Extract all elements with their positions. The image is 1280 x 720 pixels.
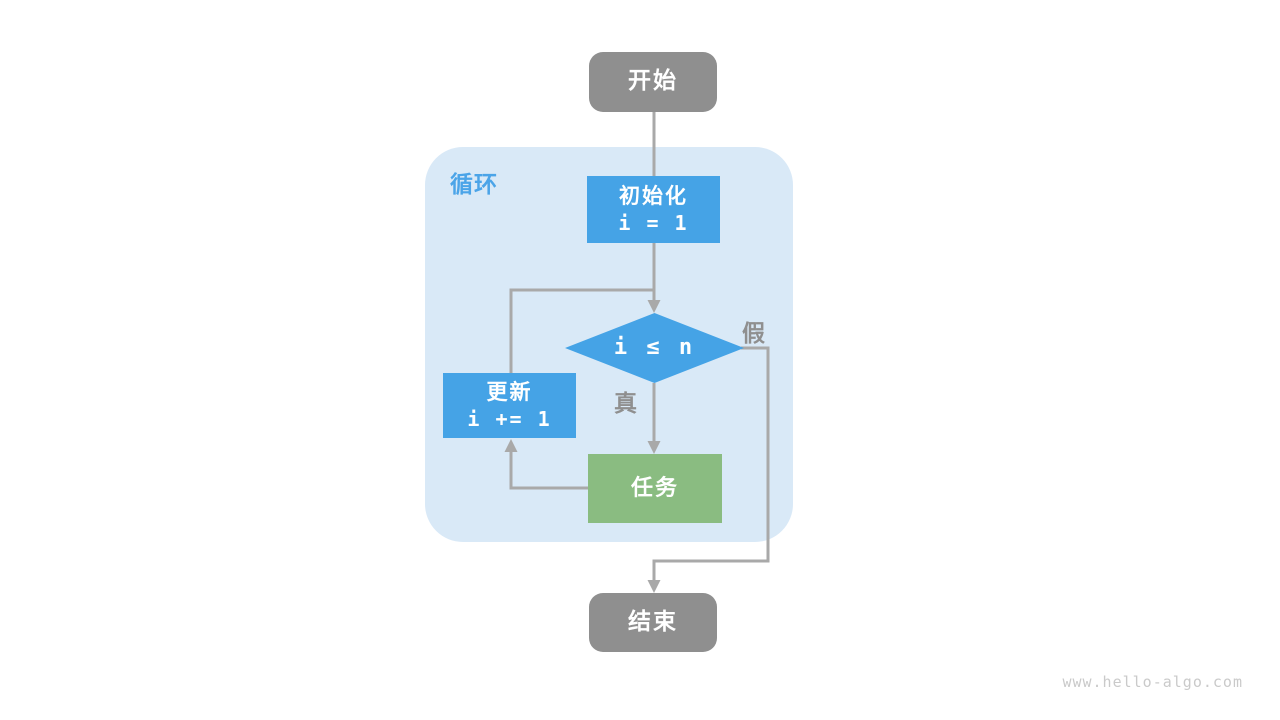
node-end: 结束 [589, 593, 717, 652]
node-condition-expr: i ≤ n [613, 335, 696, 361]
watermark-url: www.hello-algo.com [1062, 673, 1243, 691]
node-init: 初始化 i = 1 [587, 176, 720, 243]
node-task: 任务 [588, 454, 722, 523]
loop-container-label: 循环 [450, 172, 498, 198]
node-end-label: 结束 [628, 608, 678, 635]
node-start-label: 开始 [628, 68, 678, 95]
node-init-code: i = 1 [618, 211, 689, 236]
node-update-label: 更新 [486, 379, 533, 404]
node-task-label: 任务 [630, 475, 679, 501]
node-update: 更新 i += 1 [443, 373, 576, 438]
arrowhead-into-end-icon [647, 580, 661, 593]
node-update-code: i += 1 [467, 407, 552, 432]
node-start: 开始 [589, 52, 717, 112]
branch-label-true: 真 [614, 391, 637, 417]
node-init-label: 初始化 [619, 183, 688, 208]
branch-label-false: 假 [742, 321, 765, 347]
